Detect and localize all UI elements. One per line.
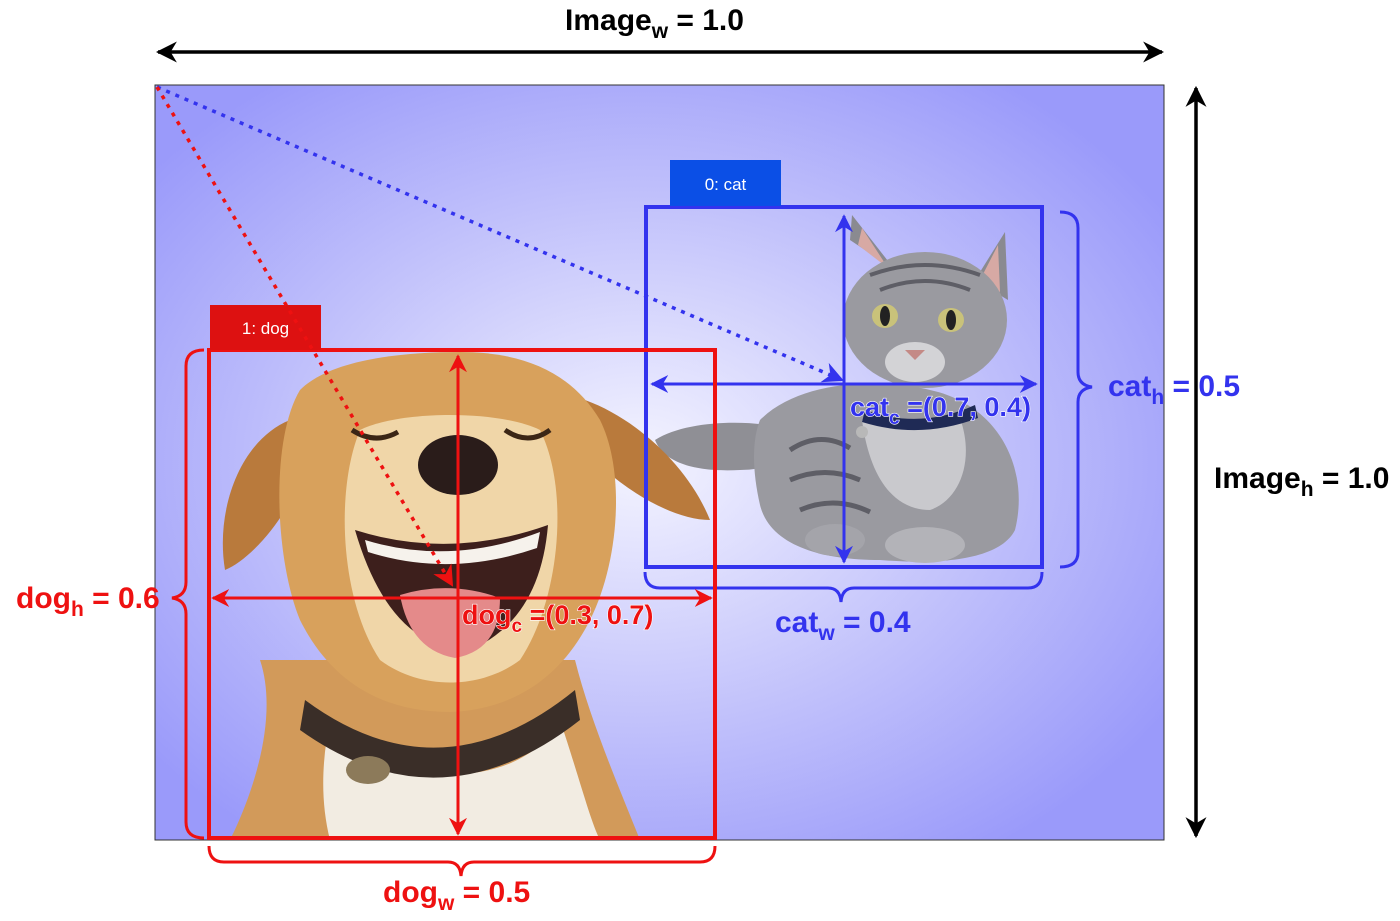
image-width-label: Imagew = 1.0 [565, 4, 744, 43]
cat-center-offset-line [156, 85, 844, 383]
cat-width-label: catw = 0.4 [775, 606, 911, 645]
image-height-label: Imageh = 1.0 [1214, 462, 1389, 501]
cat-photo [655, 215, 1019, 563]
dog-width-brace [207, 845, 717, 877]
dog-center-label: dogc =(0.3, 0.7) [462, 600, 653, 637]
dog-photo [222, 352, 710, 840]
cat-box-outline [644, 205, 1044, 569]
dog-height-label: dogh = 0.6 [16, 582, 160, 621]
cat-center-label: catc =(0.7, 0.4) [850, 392, 1031, 429]
cat-height-label: cath = 0.5 [1108, 370, 1240, 409]
dog-box-outline [207, 348, 717, 840]
cat-class-tag-text: 0: cat [705, 175, 747, 194]
cat-bounding-box: 0: cat [643, 160, 1093, 603]
dog-class-tag [210, 305, 321, 350]
dog-class-tag-text: 1: dog [242, 319, 289, 338]
cat-width-brace [643, 571, 1044, 603]
dog-center-offset-line [155, 86, 454, 587]
cat-class-tag [670, 160, 781, 206]
dog-width-label: dogw = 0.5 [383, 876, 530, 915]
dog-bounding-box: 1: dog [171, 305, 717, 877]
dog-height-brace [171, 348, 205, 840]
cat-height-brace [1059, 210, 1093, 569]
